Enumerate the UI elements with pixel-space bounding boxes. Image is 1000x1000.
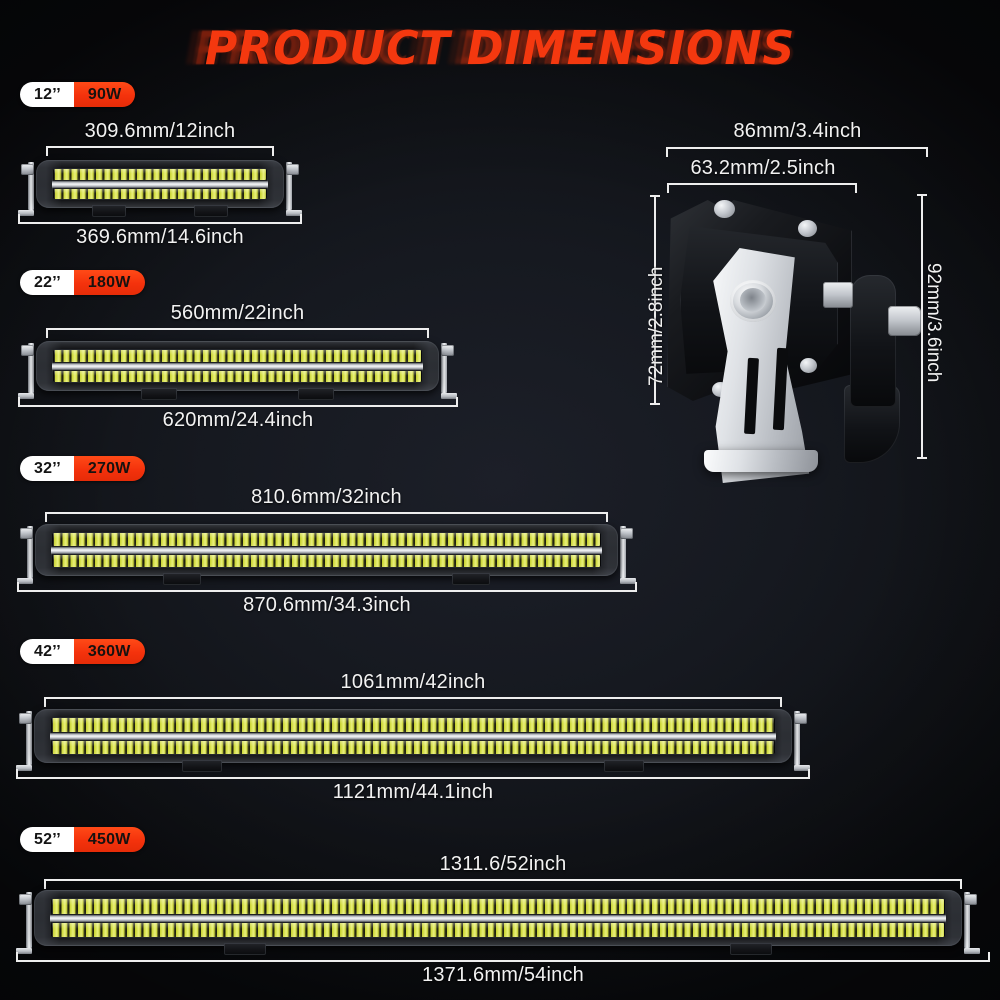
bar-housing — [34, 709, 792, 763]
dimension-top-52in: 1311.6/52inch — [439, 853, 567, 875]
led-row-bottom — [53, 554, 600, 567]
page-title-ghost-1: PRODUCT DIMENSIONS — [194, 21, 792, 75]
lens-divider — [52, 180, 268, 188]
mount-tab — [224, 943, 266, 955]
badge-42in: 42’’ 360W — [20, 639, 145, 664]
detail-dimension-right: 92mm/3.6inch — [923, 263, 944, 383]
bar-housing — [35, 524, 618, 576]
detail-base-foot — [704, 450, 818, 472]
led-row-top — [53, 533, 600, 546]
bracket-detail-view: 86mm/3.4inch 63.2mm/2.5inch 72mm/2.8inch… — [620, 120, 990, 483]
dimension-line-top-22in — [46, 328, 429, 338]
bar-lens — [50, 898, 946, 938]
dimension-top-22in: 560mm/22inch — [170, 302, 305, 324]
detail-dimension-line-inner-top — [667, 183, 857, 193]
mount-tab — [141, 388, 177, 400]
badge-size-label: 52’’ — [20, 827, 74, 852]
badge-watt-label: 180W — [73, 270, 145, 295]
detail-dimension-left: 72mm/2.8inch — [646, 266, 667, 386]
bar-lens — [50, 717, 776, 755]
dimension-bottom-12in: 369.6mm/14.6inch — [76, 226, 244, 248]
led-row-top — [54, 169, 266, 180]
mount-tab — [163, 573, 201, 585]
led-row-top — [52, 899, 944, 914]
dimension-bottom-52in: 1371.6mm/54inch — [422, 964, 584, 986]
page-title-ghost-2: PRODUCT DIMENSIONS — [191, 21, 783, 75]
dimension-line-bottom-22in — [18, 397, 458, 407]
bar-housing — [36, 341, 439, 391]
mount-tab — [452, 573, 490, 585]
mount-tab — [92, 205, 126, 217]
badge-32in: 32’’ 270W — [20, 456, 145, 481]
mount-tab — [298, 388, 334, 400]
detail-screw-bottom-right — [800, 358, 817, 373]
mount-tab — [730, 943, 772, 955]
led-row-bottom — [54, 188, 266, 199]
badge-watt-label: 360W — [73, 639, 145, 664]
dimension-top-32in: 810.6mm/32inch — [251, 486, 402, 508]
detail-bolt-outer — [888, 306, 921, 336]
page-title-ghost-3: PRODUCT DIMENSIONS — [184, 21, 776, 75]
page-title: PRODUCT DIMENSIONS PRODUCT DIMENSIONS PR… — [0, 22, 1000, 74]
dimension-line-bottom-12in — [18, 214, 302, 224]
bar-lens — [51, 532, 602, 568]
badge-52in: 52’’ 450W — [20, 827, 145, 852]
led-row-bottom — [52, 740, 774, 754]
led-row-bottom — [52, 922, 944, 937]
badge-watt-label: 270W — [73, 456, 145, 481]
detail-bolt-inner — [823, 282, 853, 308]
detail-screw-top-right — [798, 220, 817, 237]
dimension-line-bottom-42in — [16, 769, 810, 779]
dimension-bottom-42in: 1121mm/44.1inch — [332, 781, 494, 803]
badge-size-label: 12’’ — [20, 82, 74, 107]
badge-size-label: 42’’ — [20, 639, 74, 664]
detail-dimension-inner-top: 63.2mm/2.5inch — [690, 157, 836, 179]
dimension-line-bottom-52in — [16, 952, 990, 962]
led-row-bottom — [54, 370, 421, 382]
lens-divider — [50, 914, 946, 922]
dimension-line-top-12in — [46, 146, 274, 156]
mount-tab — [604, 760, 644, 772]
dimension-top-12in: 309.6mm/12inch — [84, 120, 236, 142]
led-row-top — [52, 718, 774, 732]
detail-pivot-arm — [850, 275, 896, 407]
led-row-top — [54, 350, 421, 362]
light-bar-12in — [18, 160, 302, 217]
badge-size-label: 22’’ — [20, 270, 74, 295]
page-title-ghost-4: PRODUCT DIMENSIONS — [207, 21, 799, 75]
badge-22in: 22’’ 180W — [20, 270, 145, 295]
dimension-bottom-22in: 620mm/24.4inch — [162, 409, 314, 431]
bar-lens — [52, 349, 423, 383]
light-bar-22in — [18, 341, 457, 400]
page-title-text: PRODUCT DIMENSIONS — [204, 21, 796, 75]
detail-pivot-hole — [740, 288, 766, 312]
badge-12in: 12’’ 90W — [20, 82, 136, 107]
lens-divider — [50, 732, 776, 740]
lens-divider — [51, 546, 602, 554]
dimension-line-bottom-32in — [17, 582, 637, 592]
dimension-line-top-42in — [44, 697, 782, 707]
bar-housing — [34, 890, 962, 946]
light-bar-52in — [16, 890, 980, 955]
light-bar-42in — [16, 709, 810, 772]
detail-dimension-outer-top: 86mm/3.4inch — [733, 120, 862, 142]
dimension-line-top-52in — [44, 879, 962, 889]
dimension-bottom-32in: 870.6mm/34.3inch — [243, 594, 411, 616]
detail-dimension-line-outer-top — [666, 147, 928, 157]
badge-size-label: 32’’ — [20, 456, 74, 481]
mount-tab — [182, 760, 222, 772]
bar-lens — [52, 168, 268, 200]
lens-divider — [52, 362, 423, 370]
dimension-top-42in: 1061mm/42inch — [340, 671, 486, 693]
dimension-line-top-32in — [45, 512, 608, 522]
mount-tab — [194, 205, 228, 217]
detail-screw-top-left — [714, 200, 735, 218]
light-bar-32in — [17, 524, 636, 585]
badge-watt-label: 450W — [73, 827, 145, 852]
bar-housing — [36, 160, 284, 208]
badge-watt-label: 90W — [73, 82, 136, 107]
